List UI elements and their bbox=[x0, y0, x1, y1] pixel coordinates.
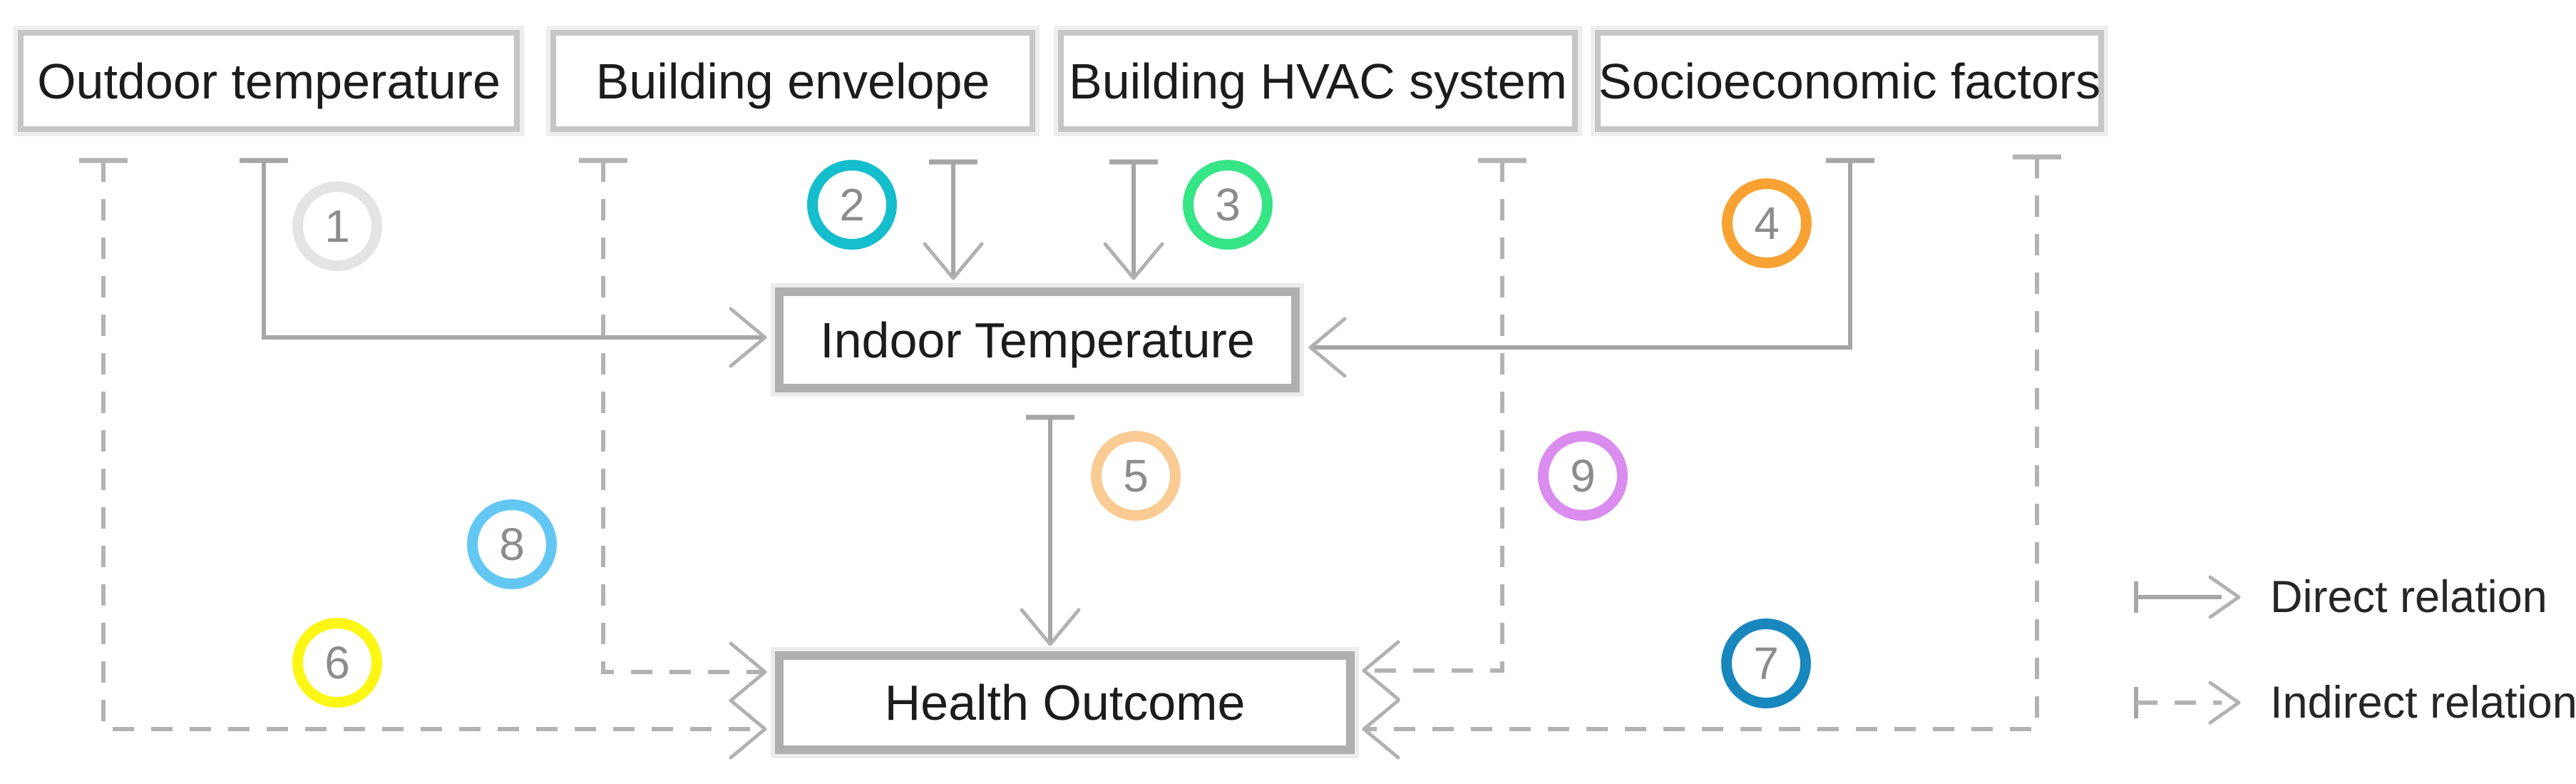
edge-9-line bbox=[1364, 161, 1504, 673]
node-outdoor-temperature: Outdoor temperature bbox=[18, 30, 520, 132]
edge-8-line bbox=[601, 161, 765, 674]
edge-3-arrowhead-icon bbox=[1103, 242, 1164, 280]
relation-badge-7: 7 bbox=[1721, 618, 1811, 708]
edge-7-line bbox=[1364, 157, 2039, 731]
relation-badge-4: 4 bbox=[1722, 178, 1812, 268]
node-label: Indoor Temperature bbox=[820, 312, 1255, 368]
indirect-arrow-icon bbox=[2134, 681, 2241, 725]
edge-1-line bbox=[262, 161, 765, 340]
relation-badge-1: 1 bbox=[292, 181, 382, 271]
relation-badge-2: 2 bbox=[807, 160, 897, 250]
node-socioeconomic-factors: Socioeconomic factors bbox=[1595, 30, 2104, 132]
node-health-outcome: Health Outcome bbox=[775, 651, 1355, 754]
edge-4-line bbox=[1310, 161, 1852, 350]
relation-badge-number: 7 bbox=[1753, 638, 1779, 689]
relation-badge-5: 5 bbox=[1091, 431, 1181, 521]
node-label: Socioeconomic factors bbox=[1598, 53, 2101, 109]
relation-badge-8: 8 bbox=[467, 499, 557, 589]
node-label: Outdoor temperature bbox=[37, 53, 501, 109]
edge-1-arrowhead-icon bbox=[729, 307, 767, 368]
relation-badge-9: 9 bbox=[1538, 431, 1628, 521]
node-label: Health Outcome bbox=[884, 675, 1246, 730]
relation-badge-6: 6 bbox=[292, 618, 382, 708]
legend-direct-relation: Direct relation bbox=[2130, 561, 2547, 633]
edge-4-arrowhead-icon bbox=[1308, 317, 1347, 378]
edge-6-arrowhead-icon bbox=[729, 698, 767, 760]
relation-badge-number: 6 bbox=[324, 637, 350, 688]
edge-7-arrowhead-icon bbox=[1362, 698, 1400, 760]
edge-5-arrowhead-icon bbox=[1020, 608, 1081, 646]
edge-6-line bbox=[101, 161, 765, 731]
node-label: Building envelope bbox=[595, 53, 990, 109]
direct-arrow-icon bbox=[2134, 575, 2241, 619]
node-label: Building HVAC system bbox=[1069, 53, 1567, 109]
edge-8-arrowhead-icon bbox=[729, 641, 767, 703]
legend-label: Direct relation bbox=[2270, 572, 2547, 622]
relation-badge-number: 5 bbox=[1123, 450, 1149, 502]
node-building-hvac-system: Building HVAC system bbox=[1058, 30, 1578, 132]
relation-badge-3: 3 bbox=[1183, 160, 1273, 250]
relation-badge-number: 3 bbox=[1215, 179, 1241, 230]
node-indoor-temperature: Indoor Temperature bbox=[775, 287, 1300, 392]
legend-indirect-relation: Indirect relation bbox=[2130, 667, 2576, 738]
relation-badge-number: 4 bbox=[1754, 198, 1780, 249]
edge-9-arrowhead-icon bbox=[1362, 640, 1400, 701]
node-building-envelope: Building envelope bbox=[550, 30, 1035, 132]
legend-label: Indirect relation bbox=[2270, 678, 2576, 728]
relation-badge-number: 8 bbox=[499, 519, 525, 570]
relation-badge-number: 1 bbox=[324, 200, 350, 252]
edge-2-arrowhead-icon bbox=[923, 242, 984, 280]
relation-badge-number: 2 bbox=[839, 179, 865, 230]
relation-badge-number: 9 bbox=[1570, 450, 1596, 502]
